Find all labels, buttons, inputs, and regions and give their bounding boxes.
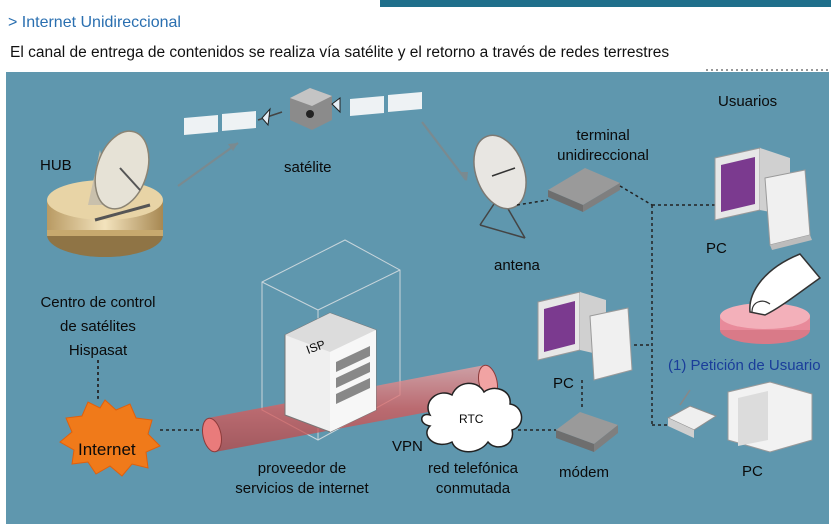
isp-rack (284, 312, 377, 433)
page-title: > Internet Unidireccional (8, 14, 181, 31)
top-strip (0, 0, 380, 7)
desktop-pc-icon-top (714, 147, 812, 250)
pc-label-middle: PC (553, 375, 574, 392)
user-request-label: (1) Petición de Usuario (668, 357, 821, 374)
downlink-arrow (421, 121, 467, 181)
control-center-line-1: Centro de control (40, 294, 156, 311)
page-subtitle: El canal de entrega de contenidos se rea… (10, 44, 670, 61)
modem-icon (556, 412, 618, 452)
rtc-label: RTC (459, 412, 484, 426)
terminal-label: terminal unidireccional (544, 126, 662, 166)
terminal-label-line-2: unidireccional (557, 147, 649, 164)
internet-label: Internet (78, 440, 136, 459)
modem-label: módem (559, 464, 610, 481)
isp-caption: proveedor de servicios de internet (232, 459, 372, 499)
desktop-pc-icon-middle (537, 291, 633, 381)
satellite-icon (184, 88, 422, 135)
uplink-arrowhead (228, 143, 238, 151)
pc-label-bottom: PC (742, 463, 763, 480)
desktop-pc-icon-bottom (666, 381, 813, 453)
antenna-label: antena (494, 257, 540, 274)
top-accent-bar (380, 0, 831, 7)
pc-label-top: PC (706, 240, 727, 257)
finger-press-icon (720, 253, 822, 344)
terminal-label-line-1: terminal (576, 127, 630, 144)
rtc-caption-line-2: conmutada (435, 480, 511, 497)
users-label: Usuarios (718, 93, 778, 110)
isp-caption-line-2: servicios de internet (235, 480, 369, 497)
rtc-cloud-icon (421, 382, 523, 453)
vpn-label: VPN (392, 438, 423, 455)
rtc-caption: red telefónica conmutada (418, 459, 528, 499)
hub-label: HUB (40, 157, 72, 174)
terminal-unidirectional-icon (548, 168, 620, 212)
rtc-caption-line-1: red telefónica (427, 460, 519, 477)
control-center-label: Centro de control de satélites Hispasat (18, 293, 178, 361)
downlink-arrowhead (460, 172, 468, 181)
header: > Internet Unidireccional El canal de en… (0, 0, 831, 72)
antenna-dish-icon (473, 134, 527, 239)
internet-starburst-icon (59, 399, 161, 477)
control-center-line-3: Hispasat (68, 342, 128, 359)
hub-dish-icon (47, 130, 163, 257)
isp-caption-line-1: proveedor de (257, 460, 347, 477)
uplink-arrow (177, 142, 239, 187)
control-center-line-2: de satélites (60, 318, 136, 335)
satellite-label: satélite (284, 159, 332, 176)
